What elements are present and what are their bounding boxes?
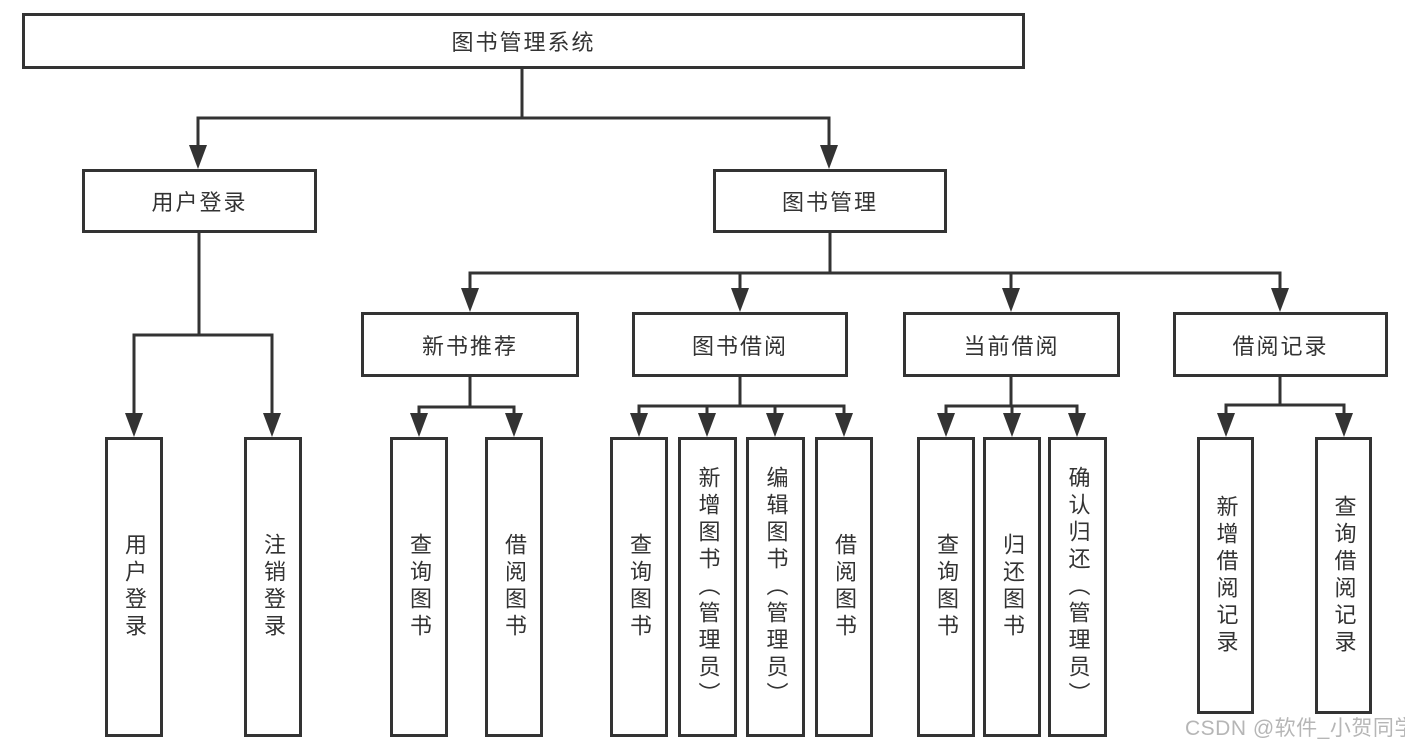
node-leaf-borrow-books-2: 借阅图书 [815, 437, 873, 737]
node-user-login: 用户登录 [82, 169, 317, 233]
arrow-down-icon [1002, 288, 1020, 312]
node-label: 确认归还（管理员） [1065, 465, 1091, 709]
connector-root-to-level2 [196, 67, 831, 158]
node-leaf-add-borrow-record: 新增借阅记录 [1197, 437, 1254, 714]
node-book-management-system: 图书管理系统 [22, 13, 1025, 69]
node-label: 归还图书 [1000, 533, 1025, 641]
node-new-book-recommend: 新书推荐 [361, 312, 579, 377]
node-leaf-query-books-3: 查询图书 [917, 437, 975, 737]
arrow-down-icon [835, 413, 853, 437]
arrow-down-icon [125, 413, 143, 437]
node-leaf-confirm-return-admin: 确认归还（管理员） [1048, 437, 1107, 737]
node-borrow-records: 借阅记录 [1173, 312, 1388, 377]
arrow-down-icon [630, 413, 648, 437]
node-label: 编辑图书（管理员） [763, 465, 789, 709]
connector-newbook-to-leaves [417, 375, 516, 426]
node-label: 查询图书 [627, 533, 652, 641]
node-leaf-query-books-1: 查询图书 [390, 437, 448, 737]
node-label: 借阅图书 [502, 533, 527, 641]
node-label: 用户登录 [122, 533, 147, 641]
node-label: 新增图书（管理员） [695, 465, 721, 709]
node-label: 借阅图书 [832, 533, 857, 641]
arrow-down-icon [731, 288, 749, 312]
node-label: 查询图书 [934, 533, 959, 641]
node-leaf-add-books-admin: 新增图书（管理员） [678, 437, 737, 737]
node-label: 图书管理 [781, 190, 878, 215]
arrow-down-icon [1068, 413, 1086, 437]
node-leaf-query-books-2: 查询图书 [610, 437, 668, 737]
watermark: CSDN @软件_小贺同学 [1185, 717, 1405, 740]
arrow-down-icon [1217, 413, 1235, 437]
arrow-down-icon [505, 413, 523, 437]
node-label: 查询图书 [407, 533, 432, 641]
connector-login-to-leaves [132, 231, 274, 426]
node-current-borrow: 当前借阅 [903, 312, 1120, 377]
node-leaf-logout: 注销登录 [244, 437, 302, 737]
arrow-down-icon [820, 145, 838, 169]
node-label: 图书管理系统 [451, 30, 596, 55]
node-leaf-return-books: 归还图书 [983, 437, 1041, 737]
node-label: 查询借阅记录 [1331, 494, 1357, 657]
connector-bookborrow-to-leaves [637, 375, 846, 426]
arrow-down-icon [766, 413, 784, 437]
arrow-down-icon [698, 413, 716, 437]
node-label: 用户登录 [151, 190, 248, 215]
node-label: 新书推荐 [421, 333, 518, 359]
arrowheads [125, 145, 1353, 437]
node-book-management: 图书管理 [713, 169, 947, 233]
arrow-down-icon [461, 288, 479, 312]
connector-records-to-leaves [1224, 375, 1346, 426]
arrow-down-icon [410, 413, 428, 437]
node-label: 当前借阅 [963, 333, 1060, 359]
arrow-down-icon [189, 145, 207, 169]
node-leaf-user-login: 用户登录 [105, 437, 163, 737]
node-leaf-edit-books-admin: 编辑图书（管理员） [746, 437, 805, 737]
arrow-down-icon [1003, 413, 1021, 437]
connector-management-to-level3 [468, 231, 1282, 301]
arrow-down-icon [263, 413, 281, 437]
node-leaf-borrow-books-1: 借阅图书 [485, 437, 543, 737]
node-label: 借阅记录 [1232, 333, 1329, 359]
node-label: 新增借阅记录 [1213, 494, 1239, 657]
arrow-down-icon [1335, 413, 1353, 437]
arrow-down-icon [1271, 288, 1289, 312]
node-label: 注销登录 [261, 533, 286, 641]
node-label: 图书借阅 [691, 333, 788, 359]
node-leaf-query-borrow-record: 查询借阅记录 [1315, 437, 1372, 714]
arrow-down-icon [937, 413, 955, 437]
node-book-borrow: 图书借阅 [632, 312, 848, 377]
